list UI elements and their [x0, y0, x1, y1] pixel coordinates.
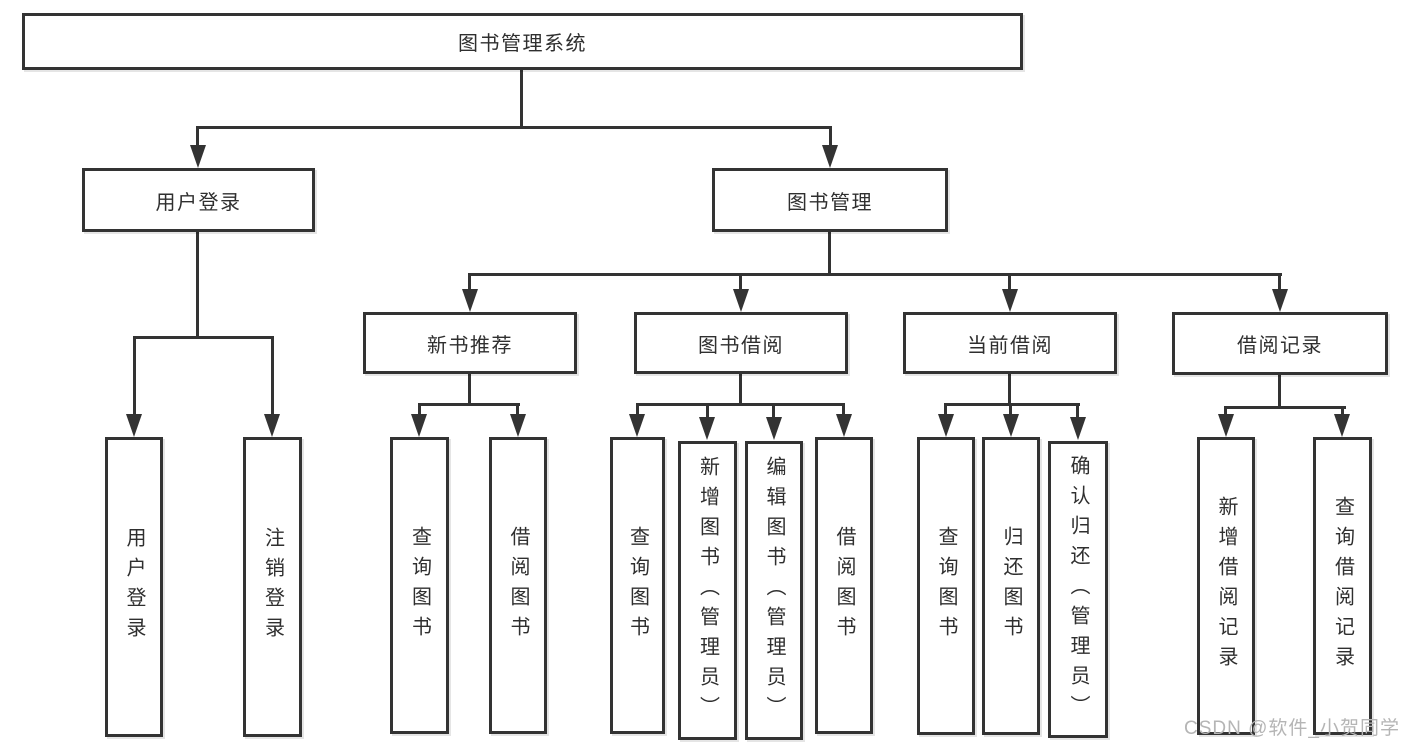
arrowhead-logout [264, 414, 280, 437]
watermark: CSDN @软件_小贺同学 [1184, 718, 1400, 739]
node-cb-return-book: 归还图书 [982, 437, 1040, 735]
node-bb-borrow-book-label: 借阅图书 [833, 525, 855, 646]
connector-book-borrow-hline [636, 403, 844, 406]
connector-borrow-records-stub [1278, 375, 1281, 409]
connector-cb-child2-drop [1009, 403, 1012, 417]
node-bb-query-book-label: 查询图书 [626, 525, 649, 646]
node-cb-return-book-label: 归还图书 [1000, 526, 1022, 646]
node-nb-query-book: 查询图书 [390, 437, 449, 734]
node-nb-query-book-label: 查询图书 [408, 525, 431, 646]
connector-borrow-records-hline [1224, 406, 1346, 409]
node-logout: 注销登录 [243, 437, 302, 737]
connector-bb-child3-drop [772, 403, 775, 420]
connector-current-borrow-drop [1008, 273, 1011, 293]
node-bb-query-book: 查询图书 [610, 437, 665, 734]
node-user-login-group: 用户登录 [82, 168, 315, 232]
node-borrow-records: 借阅记录 [1172, 312, 1388, 375]
connector-book-management-drop [829, 126, 832, 151]
arrowhead-cb-query-book [938, 414, 954, 437]
node-cb-confirm-return-admin: 确认归还（管理员） [1048, 441, 1108, 738]
node-bb-borrow-book: 借阅图书 [815, 437, 873, 734]
connector-current-borrow-stub [1008, 374, 1011, 406]
arrowhead-nb-query-book [411, 414, 427, 437]
arrowhead-br-query-record [1334, 414, 1350, 437]
node-current-borrow: 当前借阅 [903, 312, 1117, 374]
connector-user-login-group-drop [196, 126, 199, 151]
connector-book-management-stub [828, 232, 831, 276]
node-borrow-records-label: 借阅记录 [1237, 335, 1323, 357]
node-book-borrow-label: 图书借阅 [698, 334, 784, 357]
node-new-book-recommend-label: 新书推荐 [427, 334, 513, 357]
connector-user-login-group-stub [196, 232, 199, 339]
node-cb-query-book: 查询图书 [917, 437, 975, 735]
arrowhead-bb-query-book [629, 414, 645, 437]
connector-root-stub [520, 70, 523, 129]
arrowhead-book-borrow [733, 289, 749, 312]
connector-user-login-child2-drop [271, 336, 274, 416]
node-br-add-record-label: 新增借阅记录 [1215, 496, 1237, 676]
arrowhead-bb-add-book [699, 417, 715, 440]
node-user-login: 用户登录 [105, 437, 163, 737]
connector-br-child1-drop [1224, 406, 1227, 417]
connector-new-book-hline [418, 403, 520, 406]
connector-new-book-drop [468, 273, 471, 293]
node-nb-borrow-book-label: 借阅图书 [507, 525, 529, 646]
node-bb-edit-book-admin: 编辑图书（管理员） [745, 441, 803, 740]
arrowhead-user-login-group [190, 145, 206, 168]
arrowhead-borrow-records [1272, 289, 1288, 312]
connector-nb-child2-drop [516, 403, 519, 417]
connector-current-borrow-hline [944, 403, 1080, 406]
node-new-book-recommend: 新书推荐 [363, 312, 577, 374]
arrowhead-cb-return-book [1003, 414, 1019, 437]
arrowhead-current-borrow [1002, 289, 1018, 312]
arrowhead-bb-edit-book [766, 417, 782, 440]
node-logout-label: 注销登录 [261, 527, 284, 647]
connector-cb-child3-drop [1076, 403, 1079, 420]
node-bb-add-book-admin-label: 新增图书（管理员） [696, 455, 719, 726]
arrowhead-cb-confirm-return [1070, 417, 1086, 440]
connector-level3-hline [469, 273, 1282, 276]
connector-nb-child1-drop [418, 403, 421, 417]
node-br-add-record: 新增借阅记录 [1197, 437, 1255, 735]
connector-user-login-child1-drop [133, 336, 136, 416]
node-br-query-record-label: 查询借阅记录 [1331, 496, 1354, 676]
node-br-query-record: 查询借阅记录 [1313, 437, 1372, 735]
node-nb-borrow-book: 借阅图书 [489, 437, 547, 734]
connector-cb-child1-drop [944, 403, 947, 417]
node-current-borrow-label: 当前借阅 [967, 334, 1053, 357]
connector-bb-child4-drop [842, 403, 845, 417]
node-root: 图书管理系统 [22, 13, 1023, 70]
arrowhead-book-management [822, 145, 838, 168]
node-root-label: 图书管理系统 [458, 33, 587, 55]
connector-user-login-hline [133, 336, 274, 339]
connector-bb-child2-drop [706, 403, 709, 420]
connector-book-borrow-stub [739, 374, 742, 406]
node-bb-add-book-admin: 新增图书（管理员） [678, 441, 737, 740]
connector-new-book-stub [468, 374, 471, 406]
arrowhead-user-login [126, 414, 142, 437]
node-book-management: 图书管理 [712, 168, 948, 232]
node-cb-confirm-return-admin-label: 确认归还（管理员） [1067, 454, 1089, 725]
connector-br-child2-drop [1341, 406, 1344, 417]
node-book-borrow: 图书借阅 [634, 312, 848, 374]
node-book-management-label: 图书管理 [787, 191, 873, 214]
connector-bb-child1-drop [636, 403, 639, 417]
connector-level2-hline [196, 126, 832, 129]
arrowhead-new-book-recommend [462, 289, 478, 312]
node-cb-query-book-label: 查询图书 [935, 526, 957, 646]
node-bb-edit-book-admin-label: 编辑图书（管理员） [763, 455, 785, 726]
arrowhead-br-add-record [1218, 414, 1234, 437]
arrowhead-bb-borrow-book [836, 414, 852, 437]
node-user-login-label: 用户登录 [123, 527, 145, 647]
connector-borrow-records-drop [1278, 273, 1281, 293]
connector-book-borrow-drop [739, 273, 742, 293]
node-user-login-group-label: 用户登录 [155, 191, 242, 214]
arrowhead-nb-borrow-book [510, 414, 526, 437]
